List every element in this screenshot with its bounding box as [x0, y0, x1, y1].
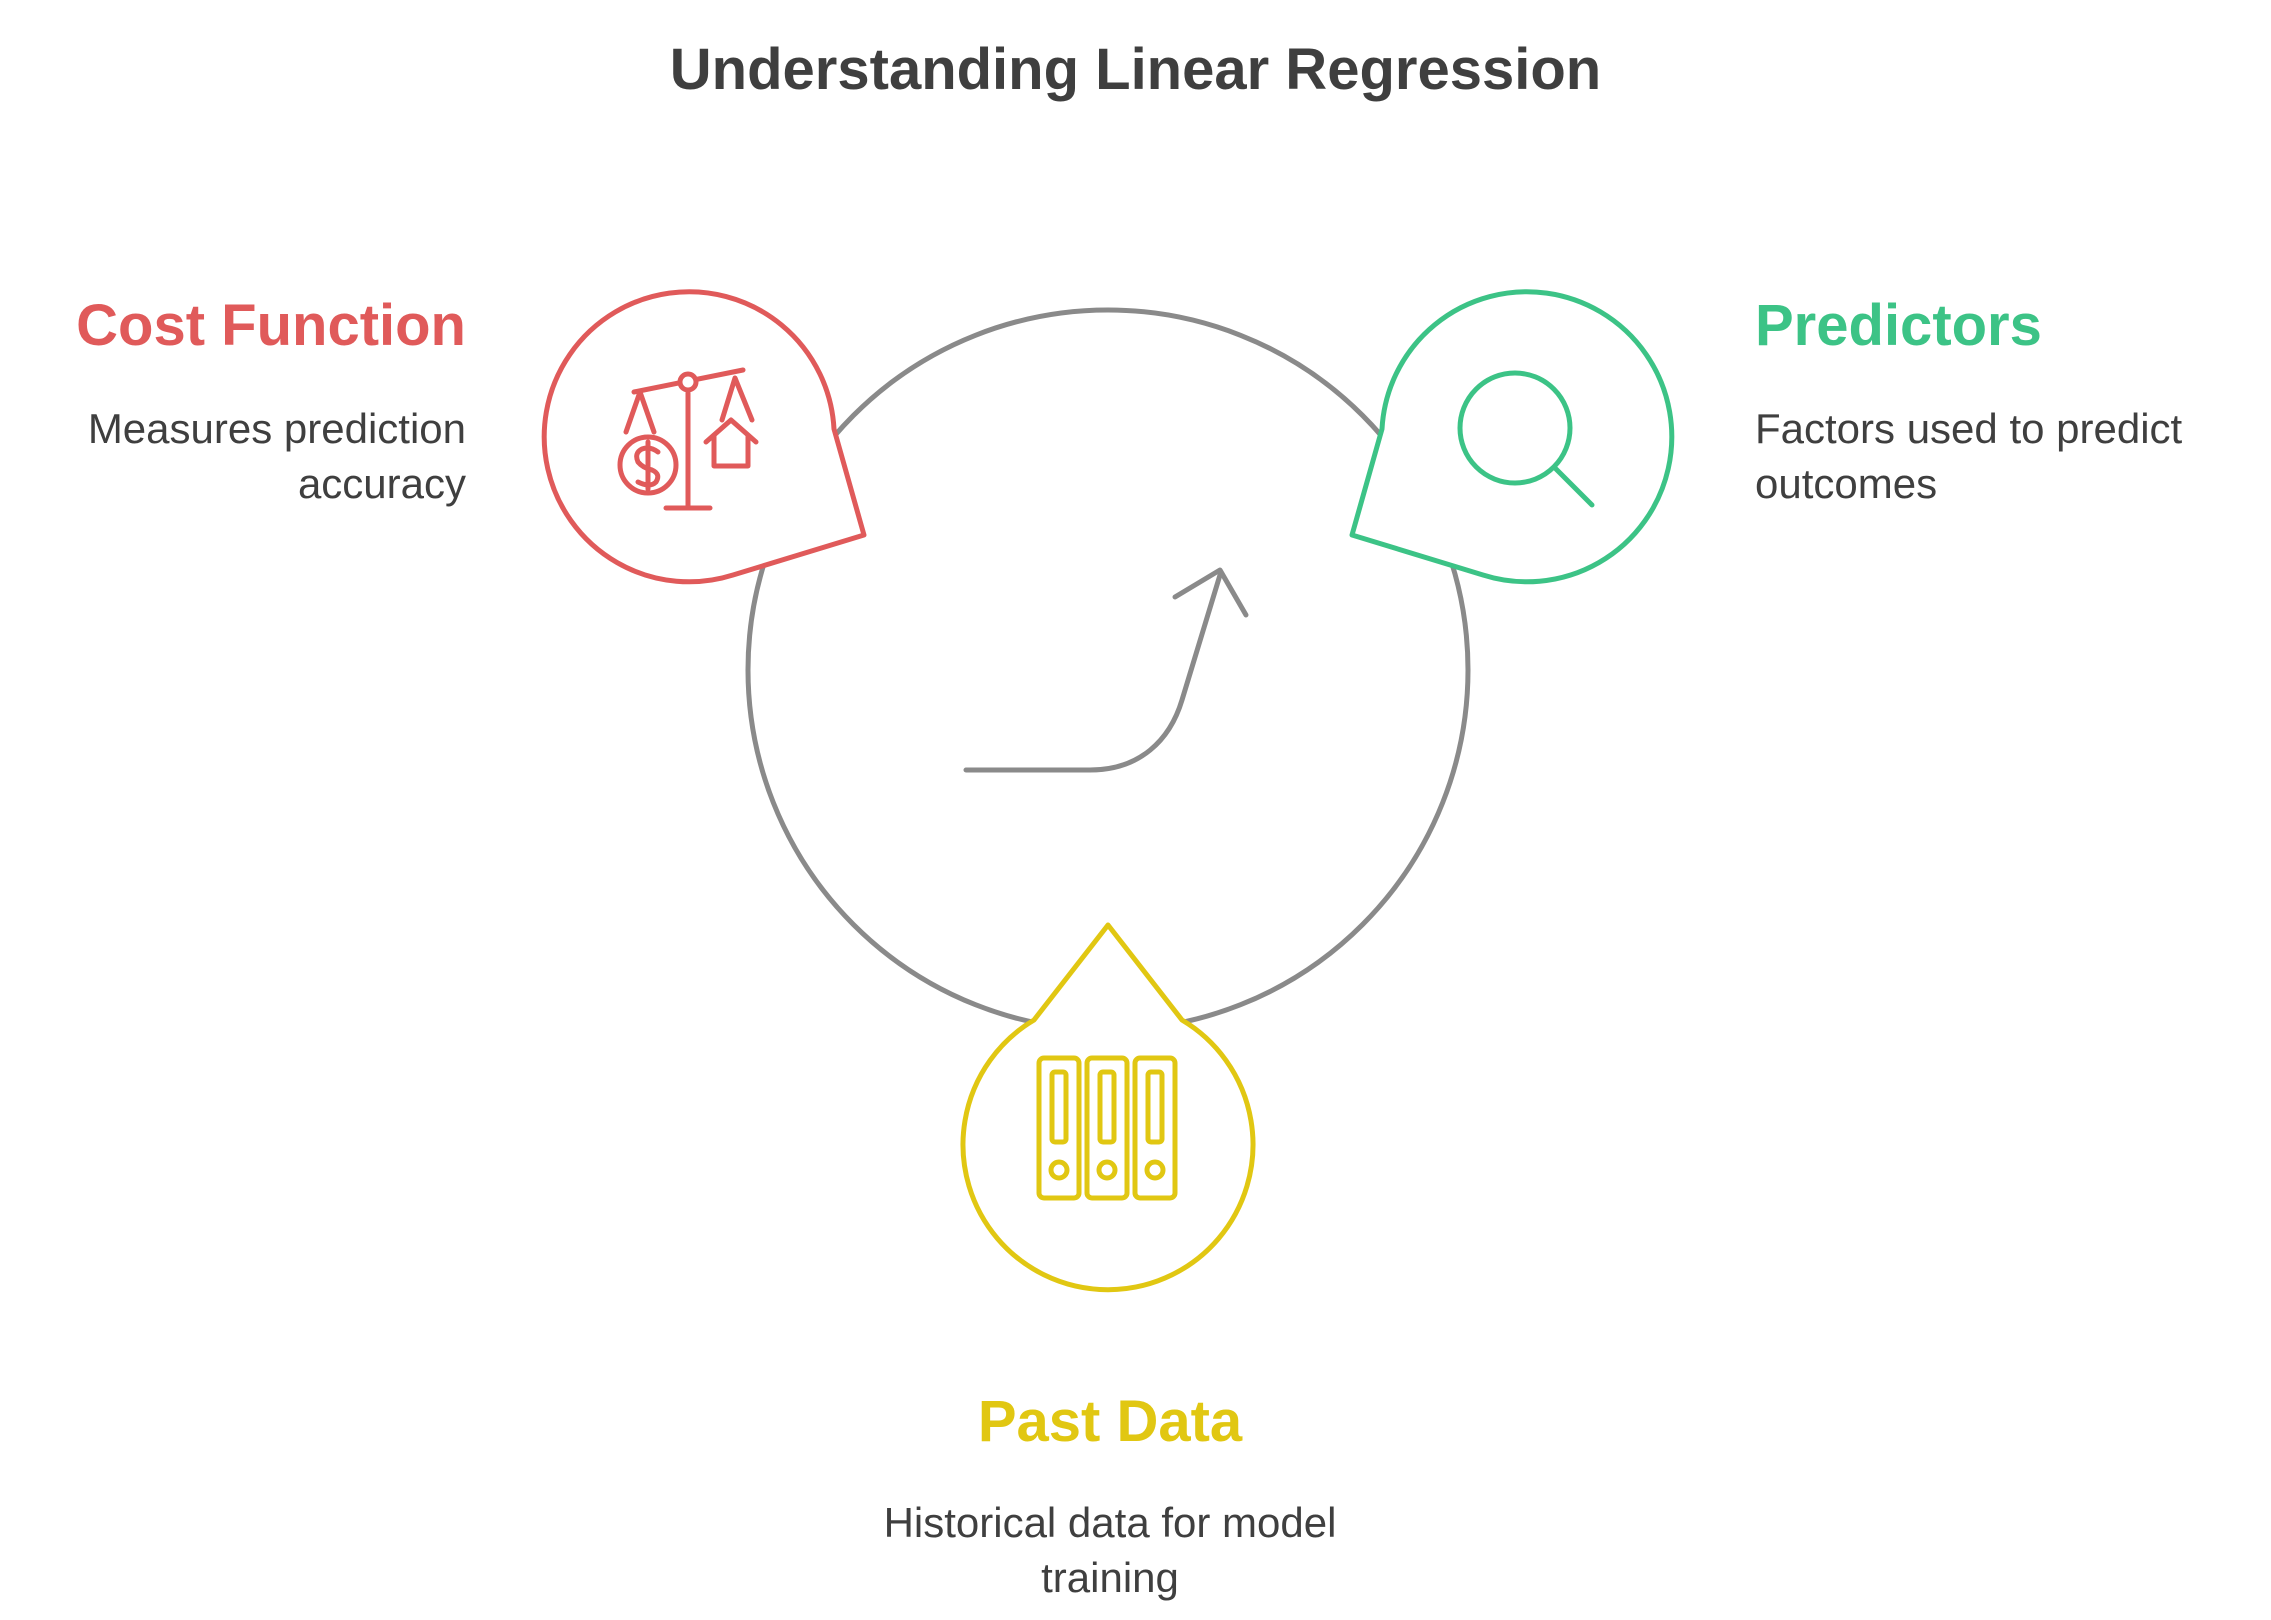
- cost-function-heading: Cost Function: [76, 293, 466, 358]
- cycle-ring: [745, 307, 1471, 1033]
- magnifying-glass-icon: [1457, 370, 1595, 508]
- predictors-description: Factors used to predict outcomes: [1755, 405, 2183, 507]
- predictors-pin: [1349, 289, 1675, 585]
- page-title: Understanding Linear Regression: [669, 37, 1602, 102]
- past-data-marker: [960, 922, 1256, 1293]
- balance-scale-icon: [617, 367, 759, 511]
- past-data-heading: Past Data: [977, 1389, 1243, 1454]
- binders-icon: [1036, 1055, 1178, 1201]
- trend-arrow-icon: [963, 567, 1249, 773]
- past-data-pin: [960, 922, 1256, 1293]
- past-data-description: Historical data for model training: [883, 1499, 1337, 1601]
- cost-function-description: Measures prediction accuracy: [87, 405, 466, 507]
- cost-function-pin: [541, 289, 867, 585]
- cost-function-marker: [541, 289, 867, 585]
- predictors-marker: [1349, 289, 1675, 585]
- predictors-heading: Predictors: [1755, 293, 2042, 358]
